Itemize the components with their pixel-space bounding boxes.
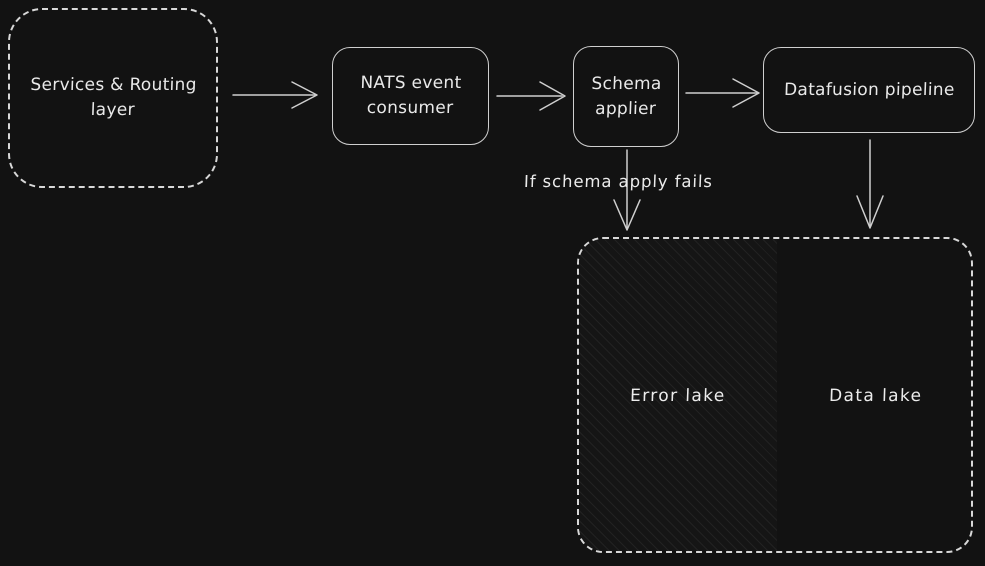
lake-container[interactable]: Error lake Data lake xyxy=(577,237,973,553)
edge-label-if-schema-apply-fails: If schema apply fails xyxy=(523,172,714,191)
error-lake-label: Error lake xyxy=(629,386,727,406)
data-lake-region[interactable]: Data lake xyxy=(777,239,971,551)
arrow-datafusion-to-data-lake xyxy=(856,139,884,229)
node-services-routing-layer[interactable]: Services & Routing layer xyxy=(8,8,218,188)
node-services-routing-layer-label: Services & Routing layer xyxy=(29,75,197,120)
node-datafusion-pipeline-label: Datafusion pipeline xyxy=(783,79,955,100)
node-nats-event-consumer[interactable]: NATS event consumer xyxy=(332,47,489,145)
node-schema-applier[interactable]: Schema applier xyxy=(573,46,679,147)
arrow-services-to-nats xyxy=(232,81,318,109)
node-schema-applier-label: Schema applier xyxy=(591,73,662,119)
arrow-schema-to-datafusion xyxy=(685,78,760,108)
node-nats-event-consumer-label: NATS event consumer xyxy=(360,73,462,118)
arrow-nats-to-schema xyxy=(496,81,566,111)
error-lake-region[interactable]: Error lake xyxy=(579,239,777,551)
node-datafusion-pipeline[interactable]: Datafusion pipeline xyxy=(763,47,975,133)
data-lake-label: Data lake xyxy=(828,386,924,406)
